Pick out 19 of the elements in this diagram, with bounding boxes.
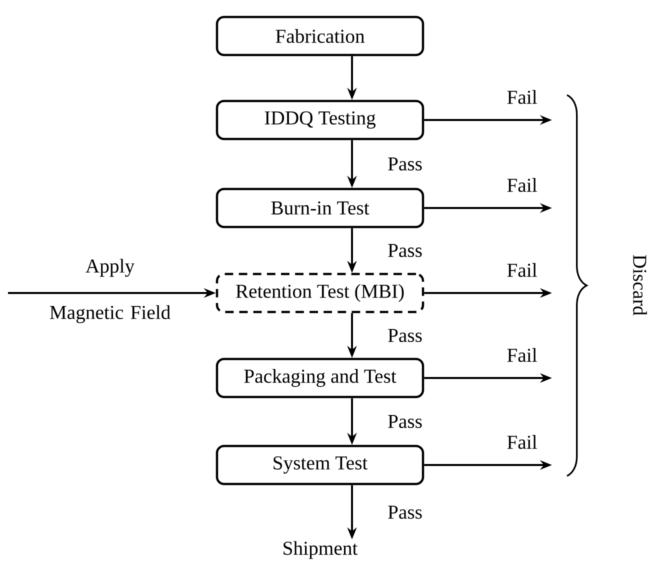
side-label: Discard — [633, 254, 647, 316]
edge-label: Fail — [505, 434, 539, 450]
input-label: Apply Magnetic Field — [50, 258, 170, 324]
process-box: System Test — [216, 444, 424, 486]
edge-label: Pass — [386, 414, 424, 430]
process-box: Packaging and Test — [216, 358, 424, 398]
edge-label: Pass — [386, 156, 424, 172]
edge-label: Pass — [386, 504, 424, 520]
process-box: Fabrication — [216, 16, 424, 56]
end-text: Shipment — [284, 541, 358, 559]
process-box: Burn-in Test — [216, 188, 424, 228]
edge-label: Fail — [505, 88, 539, 106]
process-box: Retention Test (MBI) — [216, 272, 424, 314]
edge-label: Fail — [505, 262, 539, 278]
process-box: IDDQ Testing — [216, 100, 424, 140]
edge-label: Pass — [386, 242, 424, 258]
edge-label: Fail — [505, 346, 539, 364]
edge-label: Fail — [505, 176, 539, 194]
edge-label: Pass — [386, 328, 424, 344]
